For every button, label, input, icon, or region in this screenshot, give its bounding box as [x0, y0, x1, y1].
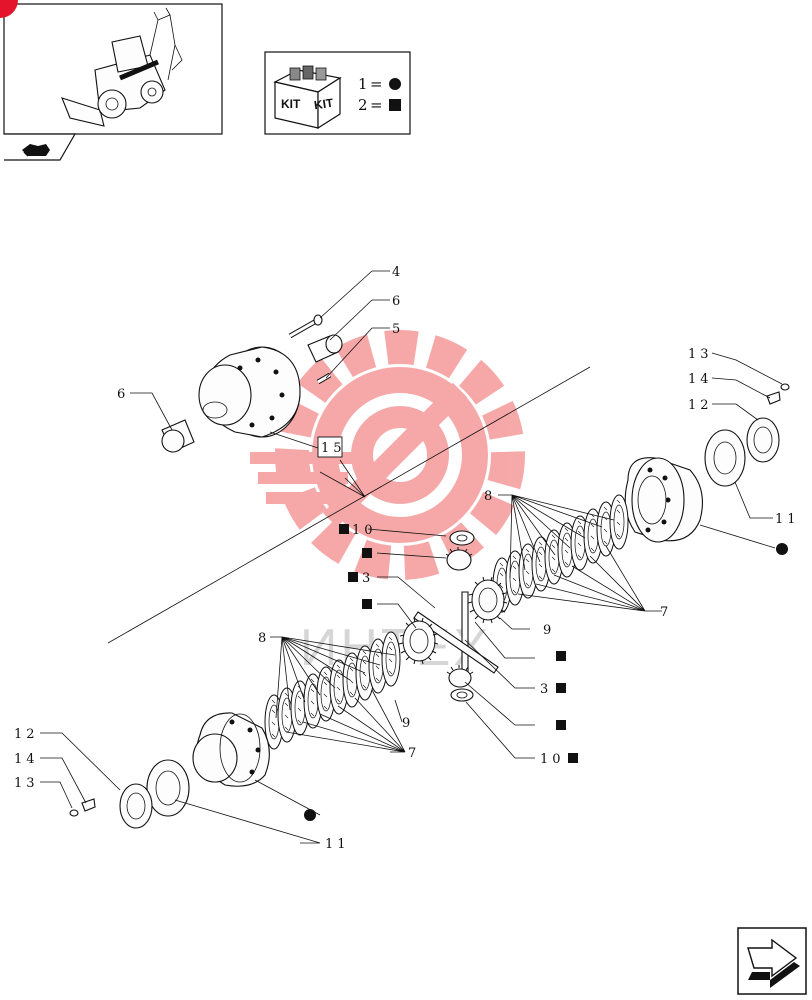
- kit-word-front: KIT: [281, 97, 301, 111]
- legend-number-1: 1: [358, 75, 368, 93]
- callout-6-left: 6: [117, 387, 129, 402]
- kit2-marker-3-bottom: [556, 683, 566, 693]
- callout-12-right: 12: [688, 398, 713, 413]
- callout-14-left: 14: [14, 752, 39, 767]
- bearing-cup-left: [161, 419, 195, 453]
- kit2-marker-gear-upper: [362, 599, 372, 609]
- callout-3-bottom: 3: [540, 682, 552, 697]
- kit-word-side: KIT: [313, 96, 335, 113]
- kit2-marker-10-bottom: [568, 753, 578, 763]
- callout-13-right: 13: [688, 347, 713, 362]
- callout-11-left: 11: [325, 837, 350, 852]
- legend-equals-1: =: [370, 75, 383, 93]
- lock-plate-left: [69, 798, 96, 817]
- diff-carrier-upper: [198, 346, 301, 438]
- callout-8-upper: 8: [484, 489, 496, 504]
- kit-legend: KIT KIT 1 = 2 =: [264, 51, 411, 135]
- diff-carrier-lower: [192, 712, 270, 787]
- callout-13-left: 13: [14, 776, 39, 791]
- section-hand-icon: [22, 144, 50, 157]
- kit-box-icon: KIT KIT: [273, 65, 342, 130]
- nut-ring-right: [746, 417, 780, 463]
- callout-14-right: 14: [688, 372, 713, 387]
- backhoe-loader-thumbnail: [61, 7, 183, 127]
- thrust-washer-bottom: [450, 688, 474, 702]
- next-page-arrow-icon: [747, 938, 800, 988]
- callout-7-lower: 7: [408, 746, 420, 761]
- callout-11-right: 11: [775, 512, 800, 527]
- axis-tick: [344, 477, 366, 498]
- kit2-marker-pinion-top: [362, 548, 372, 558]
- callout-12-left: 12: [14, 727, 39, 742]
- thrust-washer-top: [449, 530, 475, 546]
- axis-line: [107, 366, 591, 644]
- callout-7-upper: 7: [660, 605, 672, 620]
- kit2-marker-3-top: [348, 572, 358, 582]
- next-page-button[interactable]: [737, 927, 807, 995]
- bearing-cup-top: [307, 334, 343, 363]
- bearing-left: [146, 759, 190, 817]
- thumbnail-panel: [0, 0, 223, 161]
- callout-9-lower: 9: [402, 716, 414, 731]
- kit2-marker-side-gear: [556, 651, 566, 661]
- lock-plate-right: [766, 383, 790, 405]
- callout-3-top: 3: [362, 571, 374, 586]
- legend-equals-2: =: [370, 96, 383, 114]
- kit1-marker-right: [776, 543, 788, 555]
- legend-number-2: 2: [358, 96, 368, 114]
- kit1-marker-left: [304, 809, 316, 821]
- diff-carrier-right: [624, 457, 703, 543]
- callout-6-top: 6: [392, 294, 404, 309]
- callout-4: 4: [392, 265, 404, 280]
- kit2-marker-pinion-bottom: [556, 720, 566, 730]
- pin-bolt: [288, 314, 323, 339]
- callout-10-top: 10: [352, 523, 377, 538]
- callout-8-lower: 8: [258, 631, 270, 646]
- callout-15: 15: [321, 441, 346, 456]
- callout-9-upper: 9: [543, 623, 555, 638]
- legend-square-symbol: [389, 99, 401, 111]
- callout-15-box: [317, 436, 343, 458]
- callout-10-bottom: 10: [540, 752, 565, 767]
- bearing-right: [704, 429, 746, 487]
- callout-5: 5: [392, 322, 404, 337]
- corner-marker: [0, 0, 18, 18]
- callouts: 4 6 5 6 15 13 14 12 11 8 7 9 10 3 3 10 8…: [14, 265, 800, 852]
- nut-ring-left: [119, 783, 153, 829]
- kit2-marker-10-top: [339, 524, 349, 534]
- legend-circle-symbol: [389, 78, 401, 90]
- spider-cross: [413, 591, 499, 681]
- pinion-gear-top: [445, 547, 473, 571]
